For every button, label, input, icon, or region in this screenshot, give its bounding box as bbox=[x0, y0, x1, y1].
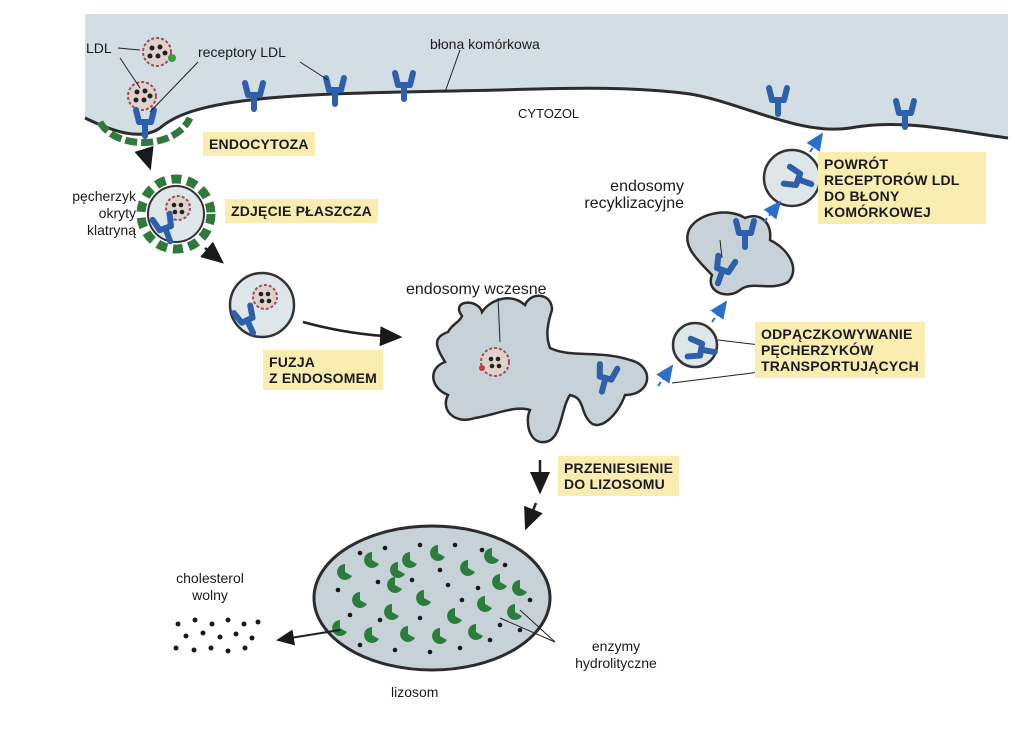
step-fusion: FUZJA Z ENDOSOMEM bbox=[263, 350, 383, 390]
lysosome bbox=[312, 524, 552, 672]
lysosome-label: lizosom bbox=[391, 684, 439, 700]
lysosome-cholesterol-dots bbox=[335, 542, 533, 655]
clathrin-coated-vesicle bbox=[136, 174, 216, 254]
step-uncoating: ZDJĘCIE PŁASZCZA bbox=[225, 199, 378, 223]
membrane-line bbox=[84, 86, 1009, 140]
coated-pit bbox=[96, 116, 194, 146]
ldl-bound bbox=[127, 81, 157, 111]
membrane-label: błona komórkowa bbox=[430, 36, 540, 52]
free-cholesterol-label: cholesterol wolny bbox=[176, 570, 244, 603]
step-budding: ODPĄCZKOWYWANIE PĘCHERZYKÓW TRANSPORTUJĄ… bbox=[755, 322, 925, 378]
early-endosomes-label: endosomy wczesne bbox=[406, 281, 547, 298]
receptors-label: receptory LDL bbox=[198, 44, 286, 60]
step-return: POWRÓT RECEPTORÓW LDL DO BŁONY KOMÓRKOWE… bbox=[818, 152, 986, 224]
step-endocytosis: ENDOCYTOZA bbox=[203, 132, 315, 156]
step-transfer: PRZENIESIENIE DO LIZOSOMU bbox=[558, 456, 680, 496]
cytosol-label: CYTOZOL bbox=[518, 106, 580, 121]
free-cholesterol-dots bbox=[173, 617, 261, 654]
recycling-endosome bbox=[686, 211, 795, 296]
ldl-particle bbox=[142, 37, 176, 67]
return-vesicle bbox=[762, 148, 822, 208]
recycling-endosomes-label: endosomy recyklizacyjne bbox=[584, 178, 684, 212]
ldl-label: LDL bbox=[86, 40, 112, 56]
transport-vesicle bbox=[671, 321, 719, 369]
early-endosome bbox=[432, 294, 649, 444]
hydrolytic-enzymes-label: enzymy hydrolityczne bbox=[575, 638, 657, 671]
uncoated-vesicle bbox=[228, 271, 296, 337]
coated-vesicle-label: pęcherzyk okryty klatryną bbox=[72, 188, 136, 238]
